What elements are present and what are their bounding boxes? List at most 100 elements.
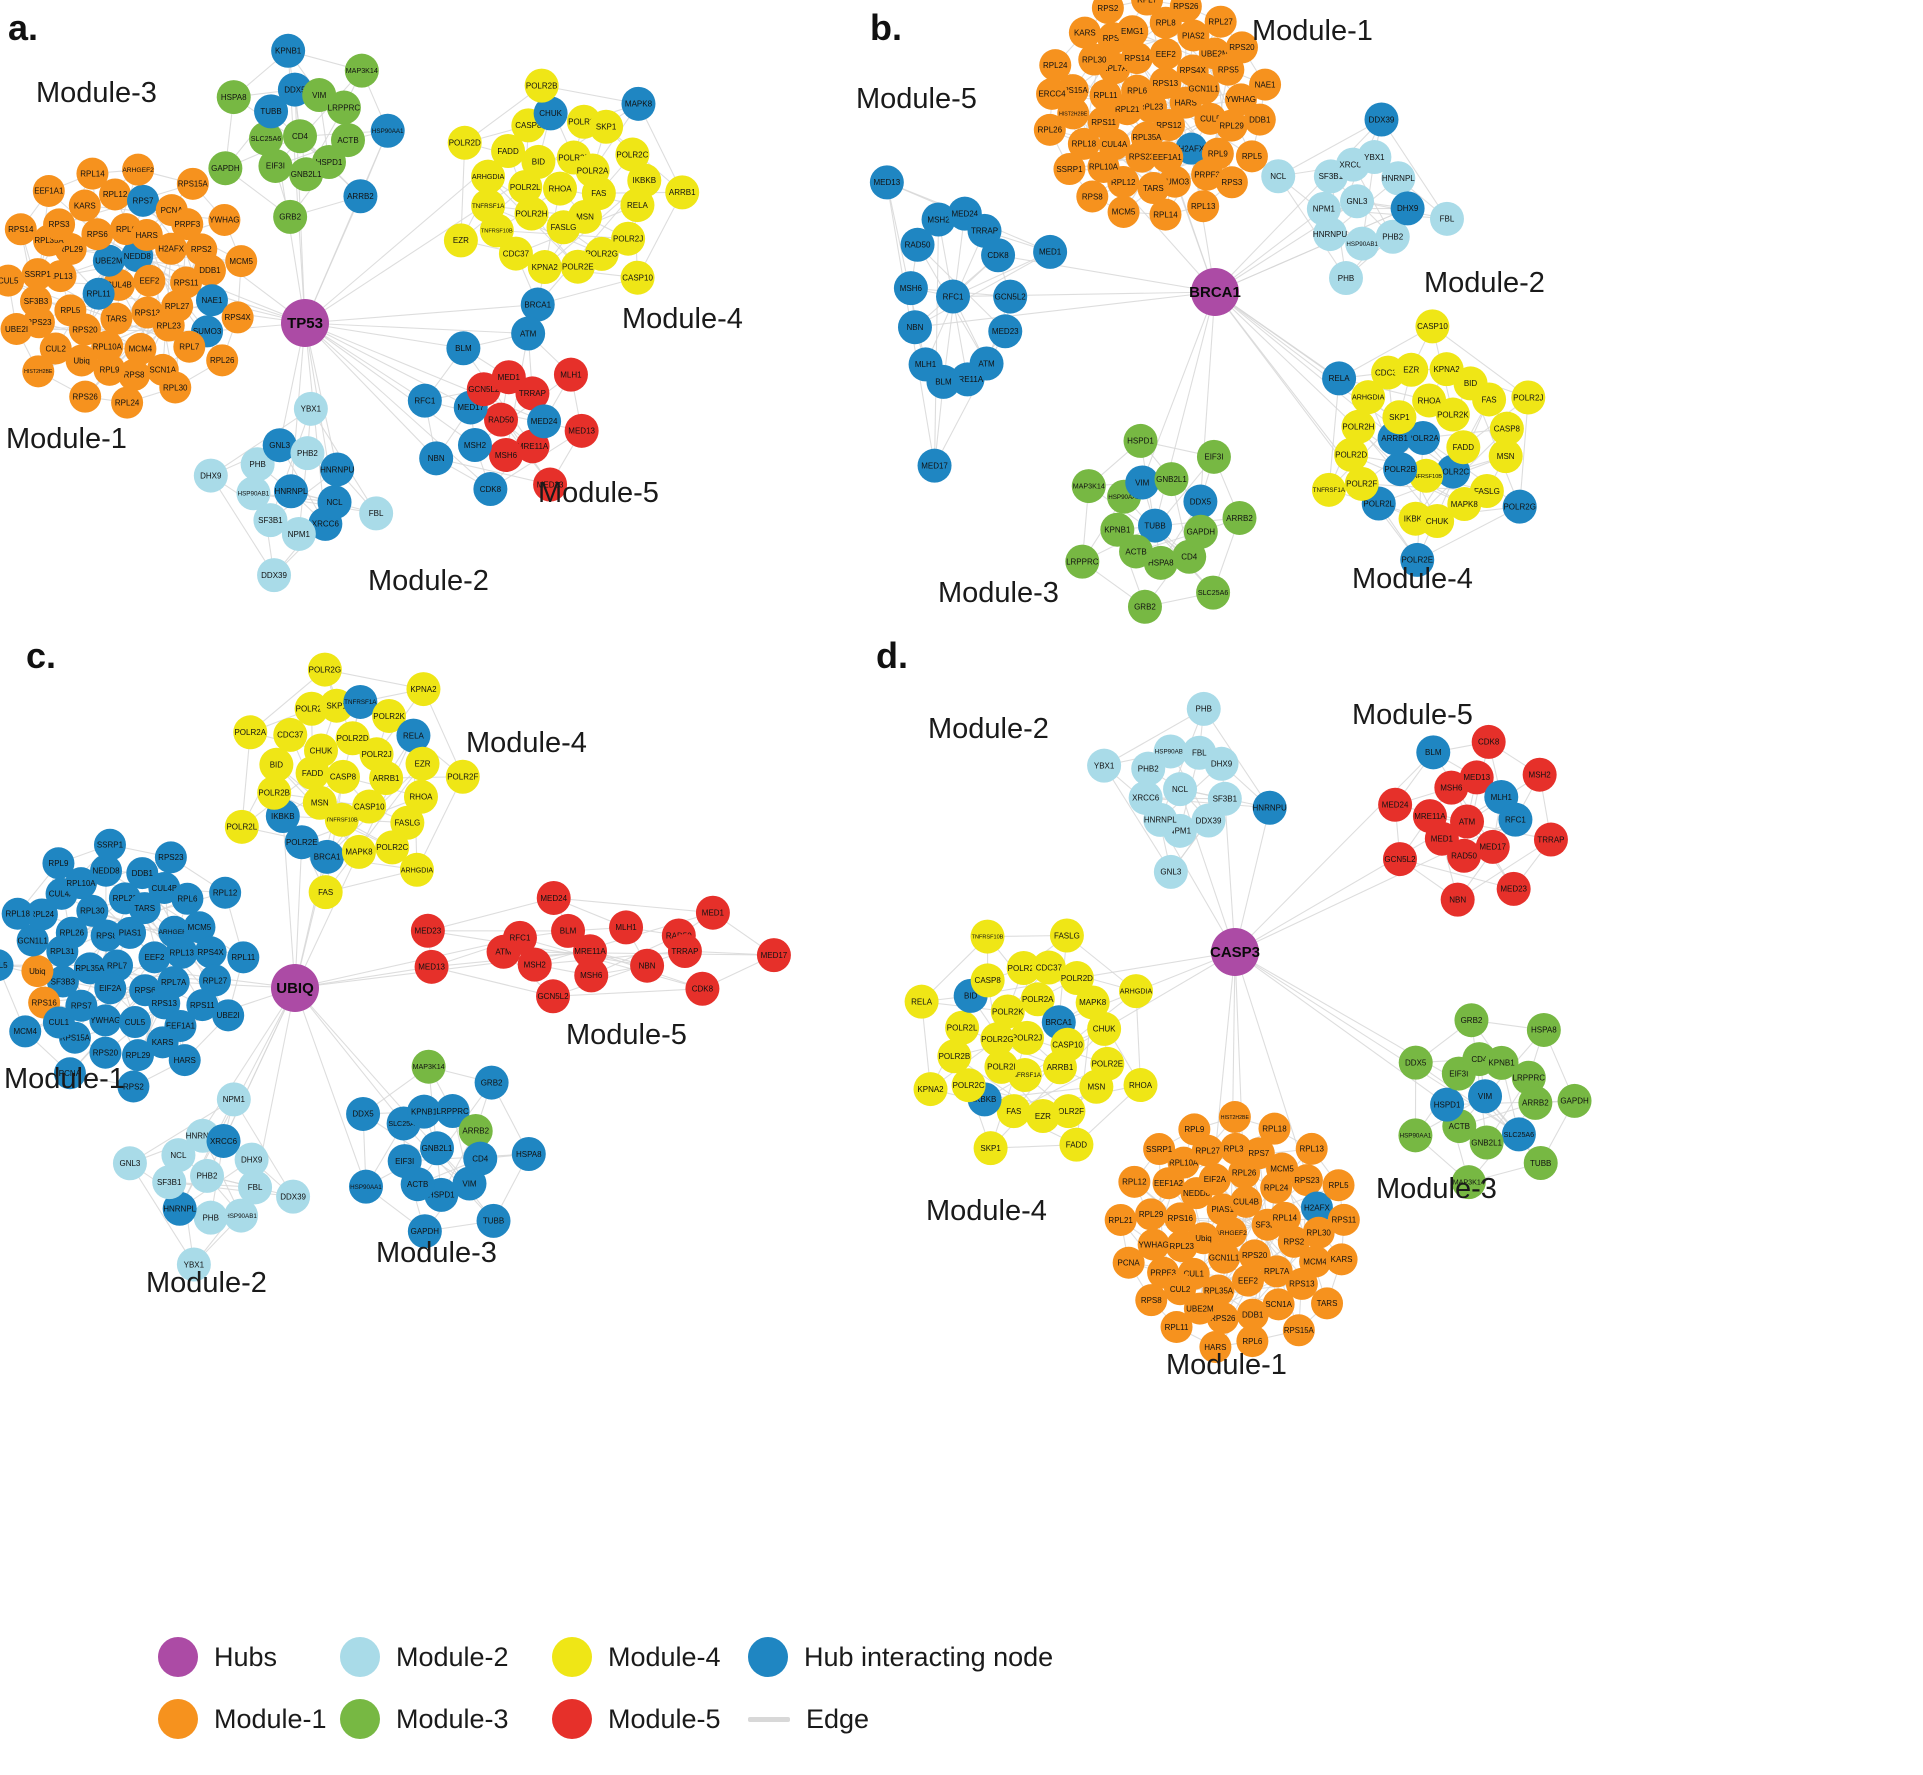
network-node[interactable]: HSP90AA1 — [370, 113, 405, 148]
network-node[interactable]: FADD — [1059, 1127, 1094, 1162]
network-node[interactable]: RPS26 — [69, 380, 102, 413]
network-node[interactable]: MAP3K14 — [1451, 1165, 1486, 1200]
network-node[interactable]: PHB2 — [190, 1158, 225, 1193]
network-node[interactable]: POLR2L — [224, 809, 259, 844]
network-node[interactable]: MED24 — [536, 880, 571, 915]
network-node[interactable]: VIM — [1468, 1079, 1503, 1114]
network-node[interactable]: CASP10 — [620, 260, 655, 295]
network-node[interactable]: GCN5L2 — [536, 979, 571, 1014]
network-node[interactable]: CDK8 — [981, 238, 1016, 273]
network-node[interactable]: TNFRSF10B — [970, 919, 1005, 954]
network-node[interactable]: HIST2H2BE — [1218, 1100, 1251, 1133]
network-node[interactable]: DDB1 — [193, 254, 226, 287]
network-node[interactable]: KPNB1 — [271, 33, 306, 68]
network-node[interactable]: RPL21 — [1104, 1203, 1137, 1236]
network-node[interactable]: MSH2 — [1522, 757, 1557, 792]
network-node[interactable]: CHUK — [1087, 1011, 1122, 1046]
network-node[interactable]: POLR2B — [1383, 452, 1418, 487]
network-node[interactable]: HARS — [1199, 1331, 1232, 1364]
network-node[interactable]: RPL14 — [76, 157, 109, 190]
network-node[interactable]: RPS23 — [154, 841, 187, 874]
network-node[interactable]: ARRB2 — [343, 179, 378, 214]
network-node[interactable]: RHOA — [543, 171, 578, 206]
hub-node-TP53[interactable]: TP53 — [281, 299, 329, 347]
network-node[interactable]: CUL5 — [0, 264, 25, 297]
network-node[interactable]: RELA — [620, 188, 655, 223]
network-node[interactable]: GRB2 — [273, 199, 308, 234]
network-node[interactable]: MLH1 — [553, 357, 588, 392]
network-node[interactable]: MAP3K14 — [1071, 469, 1106, 504]
network-node[interactable]: CD4 — [463, 1141, 498, 1176]
network-node[interactable]: KPNA2 — [527, 250, 562, 285]
network-node[interactable]: KARS — [1325, 1243, 1358, 1276]
network-node[interactable]: MSH6 — [893, 271, 928, 306]
network-node[interactable]: FBL — [359, 496, 394, 531]
network-node[interactable]: BRCA1 — [520, 287, 555, 322]
network-node[interactable]: HNRNPU — [1253, 790, 1287, 825]
network-node[interactable]: RFC1 — [936, 279, 971, 314]
network-node[interactable]: GRB2 — [474, 1065, 509, 1100]
network-node[interactable]: RPS8 — [1076, 180, 1109, 213]
network-node[interactable]: CUL1 — [42, 1006, 75, 1039]
network-node[interactable]: MRE11A — [1412, 799, 1447, 834]
network-node[interactable]: ARHGEF2 — [122, 153, 154, 186]
network-node[interactable]: GRB2 — [1454, 1003, 1489, 1038]
network-node[interactable]: ARRB1 — [665, 175, 700, 210]
network-node[interactable]: KPNA2 — [406, 672, 441, 707]
network-node[interactable]: MLH1 — [609, 910, 644, 945]
network-node[interactable]: EZR — [405, 746, 440, 781]
network-node[interactable]: DHX9 — [1390, 191, 1425, 226]
network-node[interactable]: CDK8 — [473, 472, 508, 507]
network-node[interactable]: RPL7 — [173, 330, 206, 363]
network-node[interactable]: NPM1 — [1306, 191, 1341, 226]
network-node[interactable]: CDK8 — [685, 971, 720, 1006]
network-node[interactable]: NBN — [897, 310, 932, 345]
network-node[interactable]: ARRB1 — [369, 761, 404, 796]
network-node[interactable]: RPL18 — [1258, 1112, 1291, 1145]
network-node[interactable]: RPL5 — [1322, 1169, 1355, 1202]
network-node[interactable]: MSN — [302, 785, 337, 820]
network-node[interactable]: FAS — [581, 176, 616, 211]
network-node[interactable]: CHUK — [1420, 503, 1455, 538]
network-node[interactable]: HSP90AA1 — [1398, 1118, 1433, 1153]
network-node[interactable]: EZR — [1025, 1099, 1060, 1134]
network-node[interactable]: TNFRSF1A — [1311, 472, 1346, 507]
network-node[interactable]: RPL5 — [0, 949, 14, 981]
network-node[interactable]: POLR2K — [990, 994, 1025, 1029]
network-node[interactable]: RPS3 — [43, 208, 76, 241]
network-node[interactable]: MED24 — [1378, 787, 1413, 822]
network-node[interactable]: MED13 — [869, 165, 904, 200]
network-node[interactable]: MED23 — [533, 467, 568, 502]
network-node[interactable]: POLR2L — [945, 1010, 980, 1045]
network-node[interactable]: RPL9 — [1178, 1113, 1211, 1146]
network-node[interactable]: RELA — [904, 984, 939, 1019]
network-node[interactable]: HNRNPU — [320, 452, 355, 487]
network-node[interactable]: RPL30 — [76, 894, 109, 927]
network-node[interactable]: RPL10A — [1087, 150, 1120, 183]
network-node[interactable]: SSRP1 — [1053, 153, 1086, 186]
network-node[interactable]: RPL9 — [93, 353, 126, 386]
network-node[interactable]: EIF3I — [387, 1144, 422, 1179]
network-node[interactable]: PHB — [1328, 261, 1363, 296]
network-node[interactable]: GAPDH — [407, 1214, 442, 1249]
network-node[interactable]: MAPK8 — [341, 834, 376, 869]
network-node[interactable]: RPS20 — [89, 1036, 122, 1069]
network-node[interactable]: MCM4 — [9, 1015, 42, 1048]
network-node[interactable]: POLR2E — [1400, 542, 1435, 577]
network-node[interactable]: MCM5 — [1107, 195, 1140, 228]
network-node[interactable]: HNRNPL — [1381, 161, 1416, 196]
network-node[interactable]: YBX1 — [176, 1247, 211, 1282]
network-node[interactable]: GNL3 — [1340, 184, 1375, 219]
network-node[interactable]: FADD — [1446, 430, 1481, 465]
network-node[interactable]: GNB2L1 — [289, 157, 324, 192]
network-node[interactable]: HIST2H2BE — [22, 355, 55, 388]
hub-node-UBIQ[interactable]: UBIQ — [271, 964, 319, 1012]
network-node[interactable]: SKP1 — [589, 109, 624, 144]
network-node[interactable]: MED23 — [410, 913, 445, 948]
network-node[interactable]: MED17 — [756, 938, 791, 973]
network-node[interactable]: DDX5 — [1183, 484, 1218, 519]
network-node[interactable]: CASP10 — [1050, 1027, 1085, 1062]
network-node[interactable]: RPL27 — [1204, 5, 1237, 38]
network-node[interactable]: NPM1 — [216, 1082, 251, 1117]
network-node[interactable]: KPNB1 — [1100, 512, 1135, 547]
